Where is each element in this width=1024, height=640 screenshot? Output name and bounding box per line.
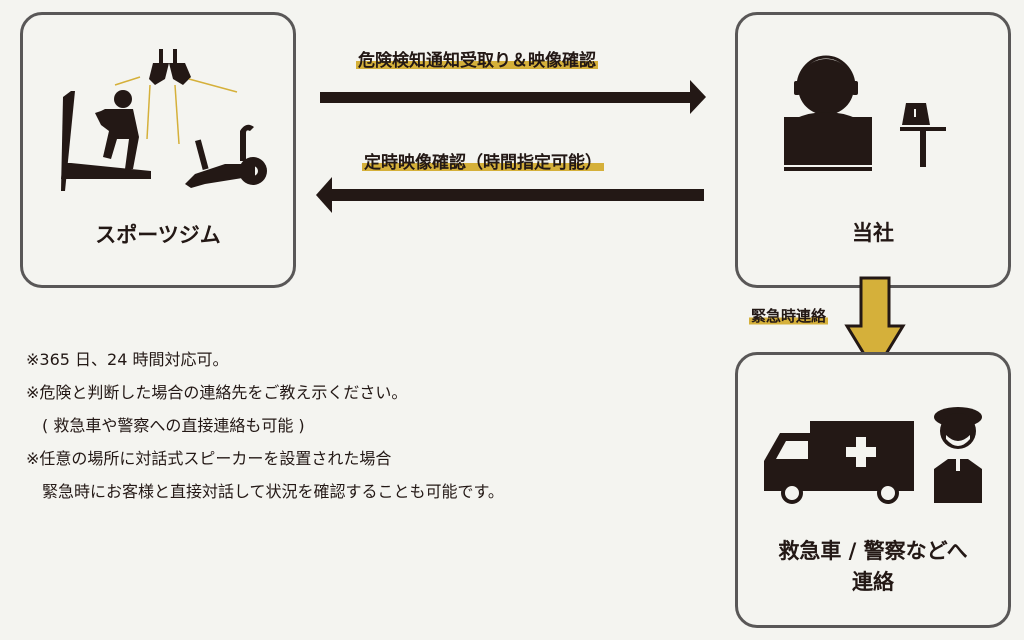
to-office-label: 危険検知通知受取り＆映像確認 xyxy=(356,46,598,71)
camera-view-lines xyxy=(114,76,238,145)
ambulance-icon xyxy=(764,421,914,504)
office-title: 当社 xyxy=(852,221,894,245)
police-officer-icon xyxy=(934,407,982,503)
note-line: ※365 日、24 時間対応可。 xyxy=(26,350,229,369)
emergency-title-line1: 救急車 / 警察などへ xyxy=(778,539,968,563)
emergency-title-line2: 連絡 xyxy=(852,570,894,594)
ambulance-police-icon xyxy=(764,407,982,504)
emergency-box: 救急車 / 警察などへ 連絡 xyxy=(735,352,1011,628)
exercise-bike-icon xyxy=(185,124,267,188)
note-line: ( 救急車や警察への直接連絡も可能 ) xyxy=(26,416,305,435)
to-gym-label: 定時映像確認（時間指定可能） xyxy=(362,148,604,173)
gym-title: スポーツジム xyxy=(95,223,221,247)
gym-box: スポーツジム xyxy=(20,12,296,288)
right-arrow-icon xyxy=(320,80,706,114)
gym-illustration-icon xyxy=(61,49,267,191)
note-line: 緊急時にお客様と直接対話して状況を確認することも可能です。 xyxy=(26,482,504,501)
camera-icon xyxy=(149,49,191,85)
emergency-contact-label: 緊急時連絡 xyxy=(749,305,829,326)
down-arrow-icon xyxy=(844,276,906,375)
notes: ※365 日、24 時間対応可。 ※危険と判断した場合の連絡先をご教え示ください… xyxy=(26,343,504,508)
office-box: 当社 xyxy=(735,12,1011,288)
note-line: ※危険と判断した場合の連絡先をご教え示ください。 xyxy=(26,383,408,402)
operator-icon xyxy=(784,55,946,171)
left-arrow-icon xyxy=(316,177,704,213)
note-line: ※任意の場所に対話式スピーカーを設置された場合 xyxy=(26,449,392,468)
treadmill-icon xyxy=(61,90,151,191)
